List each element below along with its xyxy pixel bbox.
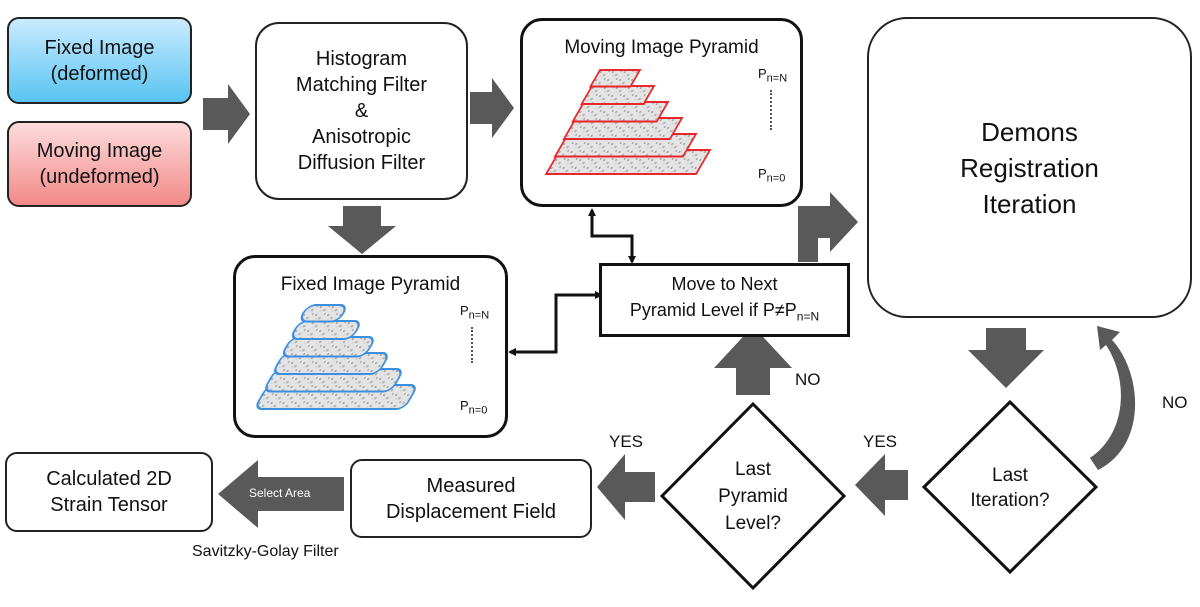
moving-bottom-p: P bbox=[758, 166, 767, 181]
moving-image-line1: Moving Image bbox=[36, 140, 163, 162]
next-level-line2-sub: n=N bbox=[796, 309, 820, 324]
moving-pyramid-top-label: Pn=N bbox=[758, 66, 787, 85]
arrow-last-pyramid-to-next-level bbox=[714, 326, 792, 395]
connector-fixed-pyramid bbox=[508, 291, 603, 356]
fixed-image-line2: (deformed) bbox=[50, 62, 149, 85]
last-iteration-line2: Iteration? bbox=[970, 490, 1050, 511]
arrow-inputs-to-histogram bbox=[203, 84, 250, 144]
demons-line3: Iteration bbox=[982, 188, 1077, 219]
fixed-pyramid-layers bbox=[256, 304, 416, 410]
arrow-demons-to-last-iteration bbox=[968, 328, 1044, 388]
moving-pyramid-layer-5 bbox=[588, 69, 642, 88]
measured-line1: Measured bbox=[426, 474, 516, 497]
no-label-up: NO bbox=[795, 370, 821, 389]
next-level-line2: Pyramid Level if P≠Pn=N bbox=[630, 297, 819, 330]
fixed-top-sub: n=N bbox=[468, 309, 490, 322]
demons-line1: Demons bbox=[981, 116, 1078, 147]
histogram-filter-box: Histogram Matching Filter & Anisotropic … bbox=[255, 22, 468, 200]
fixed-pyramid-title: Fixed Image Pyramid bbox=[280, 274, 461, 295]
last-pyramid-line3: Level? bbox=[725, 512, 781, 534]
arrow-next-level-to-demons bbox=[798, 192, 858, 262]
diamond-last-pyramid bbox=[659, 401, 847, 591]
moving-pyramid-box: Moving Image Pyramid bbox=[520, 18, 803, 207]
fixed-pyramid-layer-5 bbox=[300, 304, 346, 323]
moving-image-line2: (undeformed) bbox=[39, 166, 160, 188]
arrow-histogram-to-fixed-pyramid bbox=[328, 206, 396, 254]
moving-bottom-sub: n=0 bbox=[766, 172, 786, 185]
fixed-bottom-p: P bbox=[460, 398, 469, 413]
yes-label-left: YES bbox=[609, 432, 644, 451]
savitzky-label: Savitzky-Golay Filter bbox=[192, 543, 339, 560]
fixed-pyramid-dots bbox=[471, 327, 477, 363]
last-pyramid-line1: Last bbox=[735, 458, 771, 480]
next-level-box: Move to Next Pyramid Level if P≠Pn=N bbox=[599, 263, 850, 337]
measured-field-box: Measured Displacement Field bbox=[350, 459, 592, 538]
next-level-line1: Move to Next bbox=[671, 273, 778, 294]
fixed-bottom-sub: n=0 bbox=[468, 404, 488, 417]
moving-image-box: Moving Image (undeformed) bbox=[7, 121, 192, 207]
moving-top-p: P bbox=[758, 66, 767, 81]
histogram-line4: Anisotropic bbox=[312, 126, 411, 148]
histogram-line3: & bbox=[354, 100, 369, 122]
histogram-line5: Diffusion Filter bbox=[297, 152, 426, 174]
demons-box: Demons Registration Iteration bbox=[867, 17, 1192, 318]
demons-line2: Registration bbox=[960, 152, 1099, 183]
no-label-loop: NO bbox=[1162, 393, 1188, 412]
moving-pyramid-title: Moving Image Pyramid bbox=[564, 37, 759, 58]
strain-tensor-box: Calculated 2D Strain Tensor bbox=[5, 452, 213, 532]
fixed-pyramid-box: Fixed Image Pyramid bbox=[233, 255, 508, 438]
histogram-line1: Histogram bbox=[315, 48, 408, 70]
next-level-line2-main: Pyramid Level if P≠P bbox=[629, 299, 797, 320]
arrow-measured-to-strain bbox=[218, 460, 344, 528]
fixed-pyramid-top-label: Pn=N bbox=[460, 303, 489, 322]
arrow-last-pyramid-to-measured bbox=[597, 454, 655, 520]
last-iteration-text: Last Iteration? bbox=[944, 462, 1076, 514]
fixed-image-line1: Fixed Image bbox=[44, 36, 155, 59]
fixed-top-p: P bbox=[460, 303, 469, 318]
measured-line2: Displacement Field bbox=[385, 500, 557, 523]
arrow-last-iteration-to-last-pyramid bbox=[855, 454, 908, 516]
moving-pyramid-dots bbox=[770, 90, 776, 130]
last-pyramid-line2: Pyramid bbox=[718, 485, 788, 507]
moving-pyramid-layers bbox=[544, 69, 712, 175]
moving-pyramid-bottom-label: Pn=0 bbox=[758, 166, 785, 185]
strain-line1: Calculated 2D bbox=[46, 468, 172, 490]
diamond-last-iteration bbox=[921, 399, 1099, 575]
select-area-label: Select Area bbox=[249, 486, 311, 500]
moving-top-sub: n=N bbox=[766, 72, 788, 85]
last-pyramid-text: Last Pyramid Level? bbox=[698, 453, 808, 539]
arrow-histogram-to-moving-pyramid bbox=[470, 78, 514, 138]
yes-label-right: YES bbox=[863, 432, 898, 451]
histogram-line2: Matching Filter bbox=[295, 74, 428, 96]
strain-line2: Strain Tensor bbox=[50, 494, 168, 516]
connector-moving-pyramid bbox=[588, 208, 636, 264]
arrow-no-loop bbox=[1090, 326, 1136, 470]
last-iteration-line1: Last bbox=[992, 465, 1028, 486]
fixed-pyramid-bottom-label: Pn=0 bbox=[460, 398, 487, 417]
fixed-image-box: Fixed Image (deformed) bbox=[7, 17, 192, 104]
